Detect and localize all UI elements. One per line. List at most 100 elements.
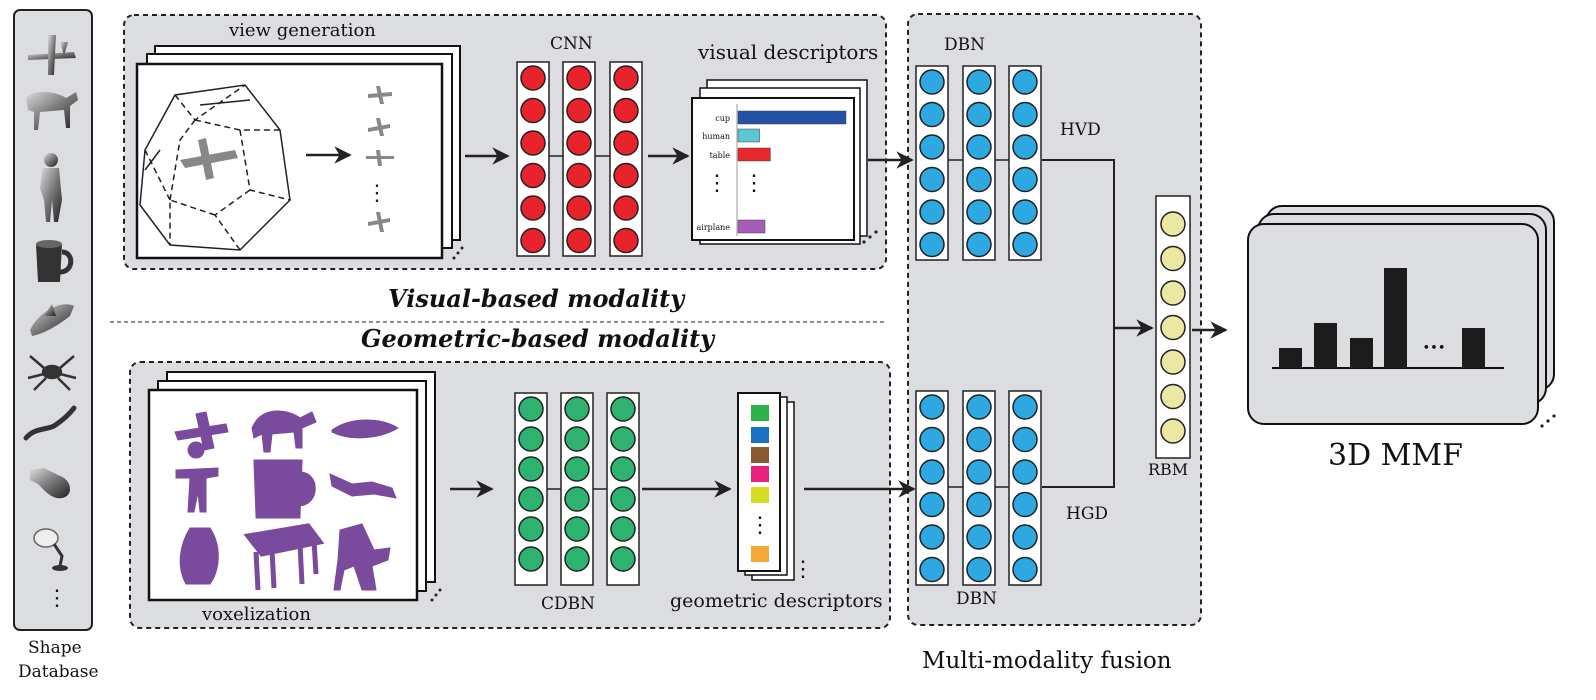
- cdbn-node: [518, 546, 544, 572]
- dbn-bottom-node: [919, 459, 945, 485]
- cnn-node: [566, 97, 592, 124]
- dbn-bottom-node: [1012, 394, 1038, 420]
- mmf-ellipsis: •••: [1422, 341, 1445, 356]
- dbn-top-label: DBN: [944, 35, 985, 55]
- vd-bar-label: airplane: [697, 223, 731, 232]
- cnn-layer: [516, 61, 550, 257]
- dbn-bottom-node: [966, 556, 992, 583]
- vd-bar: [737, 219, 766, 234]
- voxelization-stack: [147, 371, 442, 602]
- cnn-node: [566, 195, 592, 221]
- dbn-bottom-node: [1012, 459, 1038, 485]
- mmf-bar: [1350, 338, 1373, 368]
- shape-database-label-2: Database: [18, 662, 99, 682]
- dbn-bottom-node: [1012, 524, 1038, 550]
- dbn-top-node: [966, 69, 992, 95]
- shape-database-dots: ⋮: [46, 586, 68, 611]
- visual-modality-title: Visual-based modality: [388, 284, 685, 313]
- dbn-bottom-node: [919, 491, 945, 518]
- dbn-top-node: [1012, 199, 1038, 225]
- mmf-bar: [1279, 348, 1302, 368]
- dbn-bottom-node: [919, 394, 945, 420]
- dbn-top-node: [1012, 231, 1038, 258]
- svg-text:⋮: ⋮: [366, 181, 388, 206]
- dbn-top-layer: [915, 65, 949, 261]
- cdbn-node: [610, 486, 636, 512]
- voxel-glasses: [329, 473, 397, 499]
- geometric-descriptors-label: geometric descriptors: [670, 590, 883, 612]
- voxel-vase: [179, 527, 219, 585]
- lamp-thumbnail: [33, 528, 68, 571]
- cdbn-node: [564, 486, 590, 512]
- cnn-node: [566, 65, 592, 91]
- dbn-top-node: [919, 231, 945, 258]
- hvd-connector: [1042, 159, 1115, 328]
- rbm-node: [1160, 245, 1186, 272]
- rbm-node: [1160, 280, 1186, 306]
- hgd-connector: [1042, 328, 1115, 488]
- cdbn-node: [564, 516, 590, 542]
- dbn-top-layer: [962, 65, 996, 261]
- dbn-bottom-node: [1012, 491, 1038, 518]
- voxel-chair: [333, 523, 391, 591]
- cnn-node: [613, 97, 639, 124]
- dbn-top-node: [966, 166, 992, 193]
- vd-bar: [737, 128, 760, 143]
- view-generation-label: view generation: [229, 20, 376, 41]
- vd-bar: [737, 147, 771, 162]
- dbn-bottom-layer: [1008, 390, 1042, 586]
- cdbn-network: [514, 392, 640, 586]
- plane-model-icon: [180, 138, 238, 180]
- cnn-node: [520, 227, 546, 254]
- dbn-top-node: [966, 134, 992, 160]
- dbn-top-node: [966, 231, 992, 258]
- cnn-node: [613, 65, 639, 91]
- mmf-bar: [1384, 268, 1407, 368]
- dbn-bottom-layer: [962, 390, 996, 586]
- cnn-node: [520, 97, 546, 124]
- dbn-top-node: [966, 199, 992, 225]
- cnn-network: [516, 61, 643, 257]
- glasses-thumbnail: [23, 405, 77, 441]
- vd-bar-label: human: [702, 132, 730, 141]
- geometric-descriptors-stack: ⋮ ⋮: [737, 392, 814, 582]
- dbn-bottom-label: DBN: [956, 589, 997, 609]
- dbn-bottom-node: [966, 524, 992, 550]
- cdbn-node: [518, 396, 544, 422]
- hgd-label: HGD: [1066, 504, 1109, 524]
- dbn-top-node: [919, 199, 945, 225]
- geometric-modality-title: Geometric-based modality: [361, 324, 715, 353]
- mug-thumbnail: [36, 240, 74, 282]
- airplane-thumbnail: [28, 35, 76, 75]
- dbn-top-node: [1012, 166, 1038, 193]
- gd-swatch: [751, 487, 769, 503]
- horse-thumbnail: [26, 91, 78, 130]
- dbn-top-node: [919, 134, 945, 160]
- cnn-layer: [609, 61, 643, 257]
- dbn-top-layer: [1008, 65, 1042, 261]
- cdbn-node: [610, 456, 636, 482]
- human-thumbnail: [40, 153, 62, 222]
- vd-bar-label: cup: [715, 114, 730, 123]
- cdbn-node: [518, 426, 544, 452]
- voxel-models: [174, 410, 399, 591]
- mmf-bars: [1279, 268, 1485, 368]
- gd-swatch: [751, 427, 769, 443]
- rbm-node: [1160, 314, 1186, 341]
- voxel-human: [175, 441, 219, 513]
- geometric-descriptor-swatches: [751, 405, 769, 562]
- cdbn-node: [518, 516, 544, 542]
- cdbn-node: [610, 426, 636, 452]
- gd-swatch: [751, 466, 769, 482]
- fish-thumbnail: [30, 304, 74, 336]
- cdbn-label: CDBN: [541, 594, 596, 614]
- cnn-node: [520, 65, 546, 91]
- dbn-top-node: [1012, 69, 1038, 95]
- gd-swatch: [751, 546, 769, 562]
- cnn-node: [613, 130, 639, 156]
- rbm-node: [1160, 418, 1186, 444]
- gd-swatch: [751, 405, 769, 421]
- cdbn-node: [518, 456, 544, 482]
